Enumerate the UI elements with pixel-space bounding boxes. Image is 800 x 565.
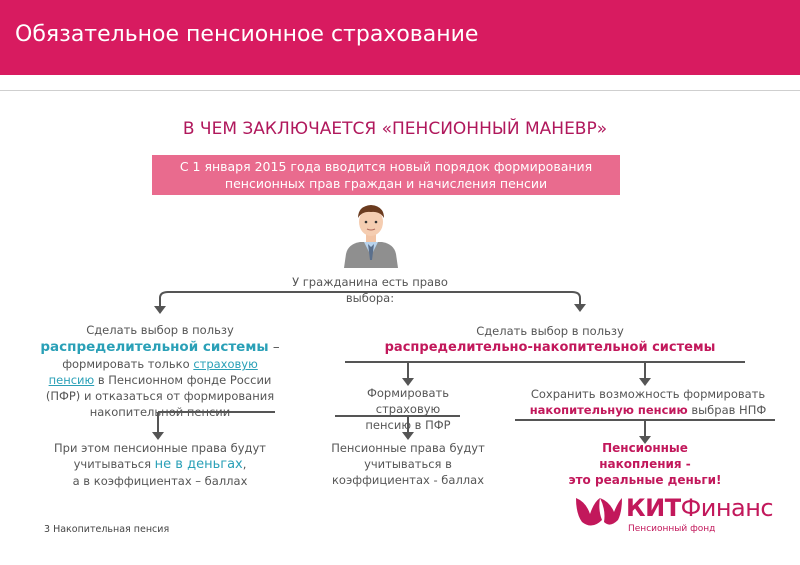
right-line-1: Сделать выбор в пользу [476, 324, 624, 338]
left-line-6: накопительной пенсии [89, 405, 231, 419]
left-result-2a: учитываться [73, 457, 155, 471]
header-bar: Обязательное пенсионное страхование [0, 0, 800, 75]
logo-sub: Пенсионный фонд [628, 524, 716, 534]
right-sub-b-result-3: это реальные деньги! [568, 473, 722, 487]
logo-name: КИТФинанс [626, 494, 774, 522]
logo-name-bold: КИТ [626, 494, 681, 522]
intro-line-1: С 1 января 2015 года вводится новый поря… [179, 159, 593, 174]
right-sub-b-1: Сохранить возможность формировать [530, 387, 766, 401]
right-sub-b-result-2: накопления - [599, 457, 691, 471]
right-sub-a-result-2: учитываться в [364, 457, 452, 471]
left-line-3: формировать только [62, 357, 190, 371]
kit-finans-logo: КИТФинанс Пенсионный фонд [572, 490, 774, 540]
slide-subtitle: В ЧЕМ ЗАКЛЮЧАЕТСЯ «ПЕНСИОННЫЙ МАНЕВР» [182, 119, 608, 139]
right-sub-a-result-3: коэффициентах - баллах [331, 473, 485, 487]
choice-text: У гражданина есть право выбора: [270, 274, 470, 306]
kit-logo-icon [576, 498, 622, 526]
right-sub-a-3: пенсию в ПФР [365, 418, 451, 432]
choice-line-1: У гражданина есть право [292, 275, 448, 289]
left-line-5: (ПФР) и отказаться от формирования [45, 389, 275, 403]
left-line-3-hl: страховую [193, 357, 258, 371]
choice-line-2: выбора: [345, 291, 395, 305]
right-sub-a-1: Формировать [366, 386, 450, 400]
left-result-2b: , [242, 457, 247, 471]
right-sub-b-2-hl: накопительную пенсию [529, 403, 688, 417]
person-icon [344, 205, 398, 268]
left-system-name: распределительной системы [40, 339, 269, 355]
right-sub-b: Сохранить возможность формировать накопи… [500, 386, 796, 418]
left-result-3: а в коэффициентах – баллах [72, 474, 248, 488]
right-option: Сделать выбор в пользу распределительно-… [340, 323, 760, 357]
page-title: Обязательное пенсионное страхование [15, 22, 479, 47]
right-sub-b-2: выбрав НПФ [687, 403, 767, 417]
left-line-4-hl: пенсию [48, 373, 95, 387]
left-line-4: в Пенсионном фонде России [94, 373, 272, 387]
intro-line-2: пенсионных прав граждан и начисления пен… [224, 176, 548, 191]
left-option: Сделать выбор в пользу распределительной… [10, 322, 310, 420]
logo-name-light: Финанс [680, 494, 774, 522]
left-line-1: Сделать выбор в пользу [86, 323, 234, 337]
right-sub-b-result: Пенсионные накопления - это реальные ден… [545, 440, 745, 488]
divider [0, 90, 800, 91]
left-dash: – [268, 339, 280, 355]
footnote: 3 Накопительная пенсия [44, 524, 170, 535]
right-sub-a-2: страховую [375, 402, 441, 416]
left-result-1: При этом пенсионные права будут [54, 441, 266, 455]
left-result-2-hl: не в деньгах [154, 457, 243, 472]
intro-box: С 1 января 2015 года вводится новый поря… [152, 155, 620, 195]
right-system-name: распределительно-накопительной системы [384, 340, 716, 355]
right-sub-a-result: Пенсионные права будут учитываться в коэ… [310, 440, 506, 488]
right-sub-b-result-1: Пенсионные [602, 441, 688, 455]
right-sub-a: Формировать страховую пенсию в ПФР [338, 385, 478, 433]
right-sub-a-result-1: Пенсионные права будут [331, 441, 485, 455]
left-result: При этом пенсионные права будут учитыват… [10, 440, 310, 489]
